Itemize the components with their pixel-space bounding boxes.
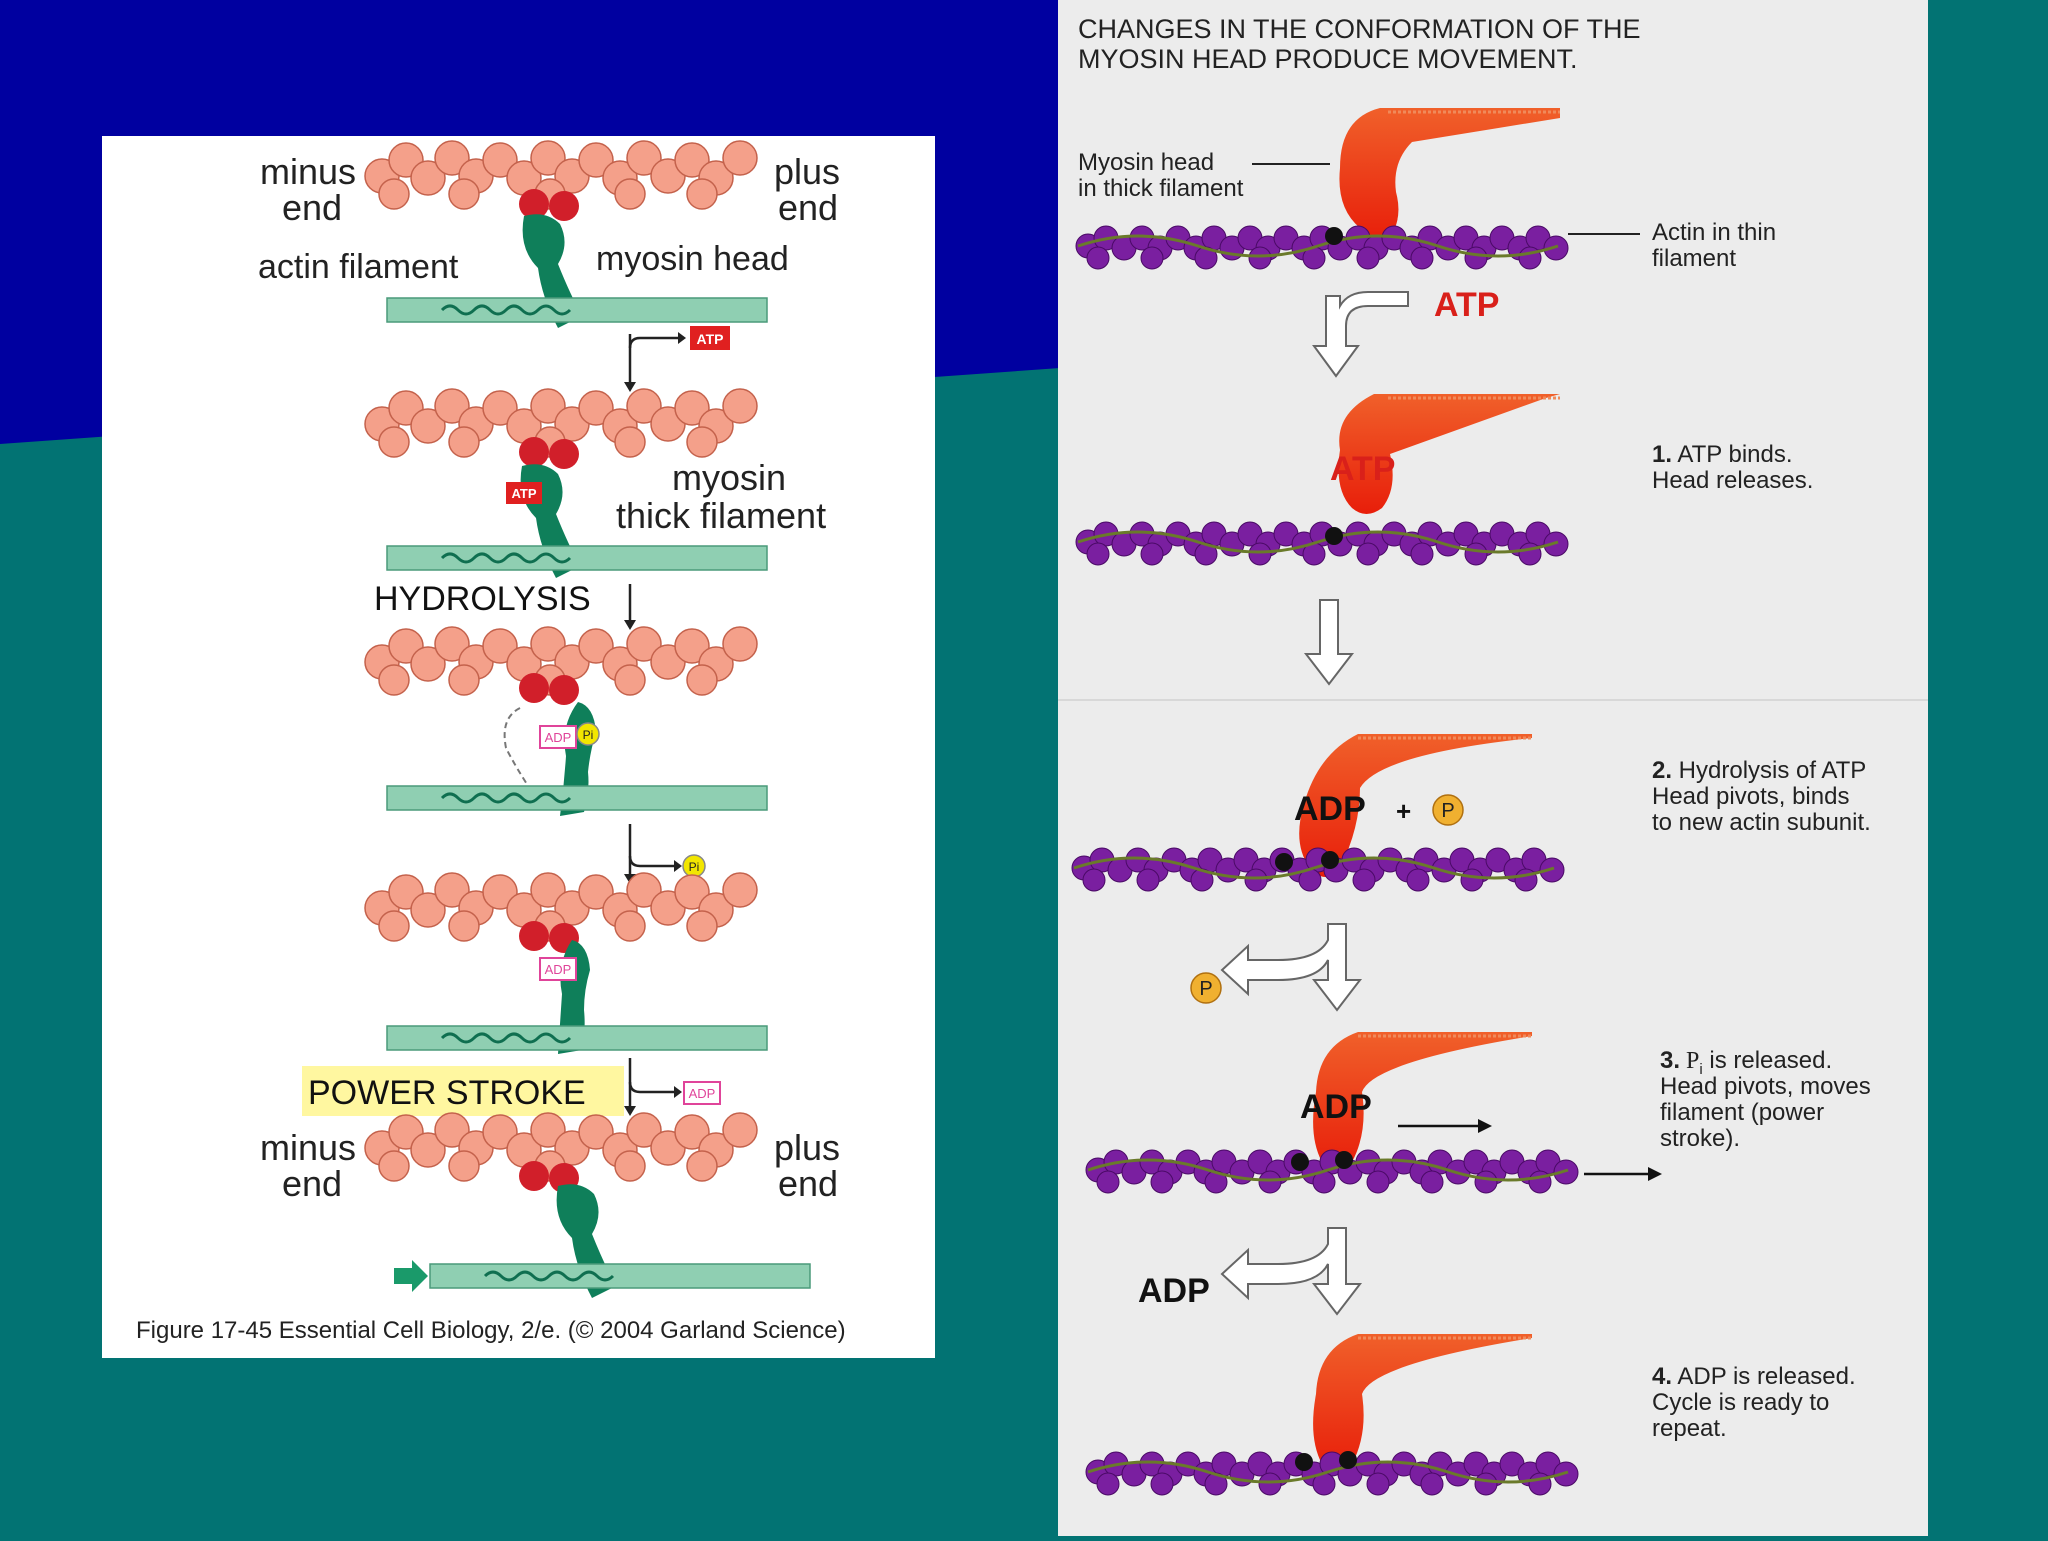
svg-text:myosin: myosin xyxy=(672,457,786,498)
svg-text:ADP: ADP xyxy=(1138,1272,1210,1310)
left-label-minus-end-top: minus end xyxy=(260,151,356,228)
power-stroke-label: POWER STROKE xyxy=(308,1074,586,1112)
step-4-text: 4. ADP is released. Cycle is ready to re… xyxy=(1652,1363,1856,1442)
adp-tag xyxy=(539,957,577,981)
adp-release-arrow: ADP xyxy=(624,1058,721,1116)
svg-text:in thick filament: in thick filament xyxy=(1078,175,1244,202)
svg-text:Myosin head: Myosin head xyxy=(1078,149,1214,176)
myosin-head xyxy=(1299,734,1532,877)
left-figure-panel: minus end plus end actin filament myosin… xyxy=(102,136,935,1358)
state-4-rigor xyxy=(1084,1334,1580,1497)
adp-out-arrow: ADP xyxy=(1138,1227,1363,1316)
svg-text:minus: minus xyxy=(260,151,356,192)
svg-text:Pi: Pi xyxy=(689,860,700,874)
svg-text:Head pivots, moves: Head pivots, moves xyxy=(1660,1073,1871,1100)
svg-text:to new actin subunit.: to new actin subunit. xyxy=(1652,809,1871,836)
svg-text:ATP: ATP xyxy=(511,486,536,501)
svg-text:CHANGES IN THE CONFORMATION OF: CHANGES IN THE CONFORMATION OF THE xyxy=(1078,14,1641,44)
svg-text:ADP: ADP xyxy=(689,1086,716,1101)
down-arrow-icon xyxy=(1303,599,1355,686)
right-title: CHANGES IN THE CONFORMATION OF THE MYOSI… xyxy=(1078,14,1641,74)
svg-text:repeat.: repeat. xyxy=(1652,1415,1727,1442)
svg-text:plus: plus xyxy=(774,1127,840,1168)
adp-tag xyxy=(539,725,577,749)
hydrolysis-arrow xyxy=(624,584,636,630)
step-2-text: 2. Hydrolysis of ATP Head pivots, binds … xyxy=(1652,757,1871,836)
svg-text:ADP: ADP xyxy=(545,730,572,745)
state-0-attached xyxy=(1074,108,1570,271)
svg-text:1. ATP binds.: 1. ATP binds. xyxy=(1652,441,1793,468)
svg-text:stroke).: stroke). xyxy=(1660,1125,1740,1152)
svg-text:MYOSIN HEAD PRODUCE MOVEMENT.: MYOSIN HEAD PRODUCE MOVEMENT. xyxy=(1078,44,1578,74)
svg-text:end: end xyxy=(778,1163,838,1204)
svg-text:filament: filament xyxy=(1652,245,1736,272)
atp-in-arrow: ATP xyxy=(1312,286,1499,378)
svg-text:minus: minus xyxy=(260,1127,356,1168)
svg-text:Head releases.: Head releases. xyxy=(1652,467,1813,494)
label-actin-in-thin-filament: Actin in thin filament xyxy=(1568,219,1776,272)
svg-text:+: + xyxy=(1396,796,1411,826)
right-figure-panel: CHANGES IN THE CONFORMATION OF THE MYOSI… xyxy=(1058,0,1928,1536)
svg-text:Actin in thin: Actin in thin xyxy=(1652,219,1776,246)
svg-text:Head pivots, binds: Head pivots, binds xyxy=(1652,783,1849,810)
myosin-head xyxy=(1313,1032,1532,1171)
atp-tag: ATP xyxy=(690,326,730,350)
svg-text:end: end xyxy=(282,187,342,228)
stage-5-power-stroke xyxy=(364,1112,811,1298)
svg-text:thick filament: thick filament xyxy=(616,495,826,536)
svg-text:end: end xyxy=(778,187,838,228)
step-3-text: 3. Pi is released. Head pivots, moves fi… xyxy=(1660,1047,1871,1152)
svg-text:P: P xyxy=(1199,978,1212,1000)
movement-arrow-icon xyxy=(394,1260,428,1292)
stage-1-rigor xyxy=(364,140,769,328)
myosin-head xyxy=(1313,1334,1532,1473)
svg-text:Cycle is ready to: Cycle is ready to xyxy=(1652,1389,1829,1416)
myosin-head xyxy=(1338,394,1560,514)
svg-text:plus: plus xyxy=(774,151,840,192)
svg-text:end: end xyxy=(282,1163,342,1204)
svg-text:ATP: ATP xyxy=(1330,450,1395,488)
stage-3-cocked: ADP Pi xyxy=(364,626,769,816)
svg-text:2. Hydrolysis of ATP: 2. Hydrolysis of ATP xyxy=(1652,757,1866,784)
state-2-hydrolysis: ADP + P xyxy=(1070,734,1566,893)
pi-tag xyxy=(576,722,600,746)
svg-text:Pi: Pi xyxy=(583,728,594,742)
stage-4-bound: ADP xyxy=(364,872,769,1054)
label-myosin-head-in-thick-filament: Myosin head in thick filament xyxy=(1078,149,1330,202)
state-1-atp-bound: ATP xyxy=(1074,394,1570,567)
left-label-plus-end-bottom: plus end xyxy=(774,1127,840,1204)
svg-text:4. ADP is released.: 4. ADP is released. xyxy=(1652,1363,1856,1390)
figure-caption: Figure 17-45 Essential Cell Biology, 2/e… xyxy=(136,1317,846,1344)
left-label-plus-end-top: plus end xyxy=(774,151,840,228)
atp-binding-arrow xyxy=(624,332,686,392)
svg-text:ATP: ATP xyxy=(697,331,724,347)
svg-text:ADP: ADP xyxy=(1294,790,1366,828)
hydrolysis-label: HYDROLYSIS xyxy=(374,580,591,618)
svg-text:ADP: ADP xyxy=(1300,1088,1372,1126)
svg-text:3. Pi is released.: 3. Pi is released. xyxy=(1660,1047,1832,1078)
state-3-power-stroke: ADP xyxy=(1084,1032,1662,1195)
svg-text:ATP: ATP xyxy=(1434,286,1499,324)
svg-text:ADP: ADP xyxy=(545,962,572,977)
left-label-minus-end-bottom: minus end xyxy=(260,1127,356,1204)
left-label-myosin-head: myosin head xyxy=(596,240,789,278)
atp-tag xyxy=(506,482,542,504)
actin-bound-subunit xyxy=(519,189,549,219)
power-stroke-highlight xyxy=(302,1066,624,1116)
stage-2-released: ATP xyxy=(364,388,769,578)
pi-out-arrow: P xyxy=(1190,923,1363,1012)
left-label-actin-filament: actin filament xyxy=(258,248,459,286)
svg-text:P: P xyxy=(1441,800,1454,822)
svg-text:filament (power: filament (power xyxy=(1660,1099,1824,1126)
myosin-head xyxy=(1339,108,1560,242)
step-1-text: 1. ATP binds. Head releases. xyxy=(1652,441,1813,494)
pi-release-arrow: Pi xyxy=(624,824,706,884)
left-label-myosin-thick-filament: myosin thick filament xyxy=(616,457,826,536)
